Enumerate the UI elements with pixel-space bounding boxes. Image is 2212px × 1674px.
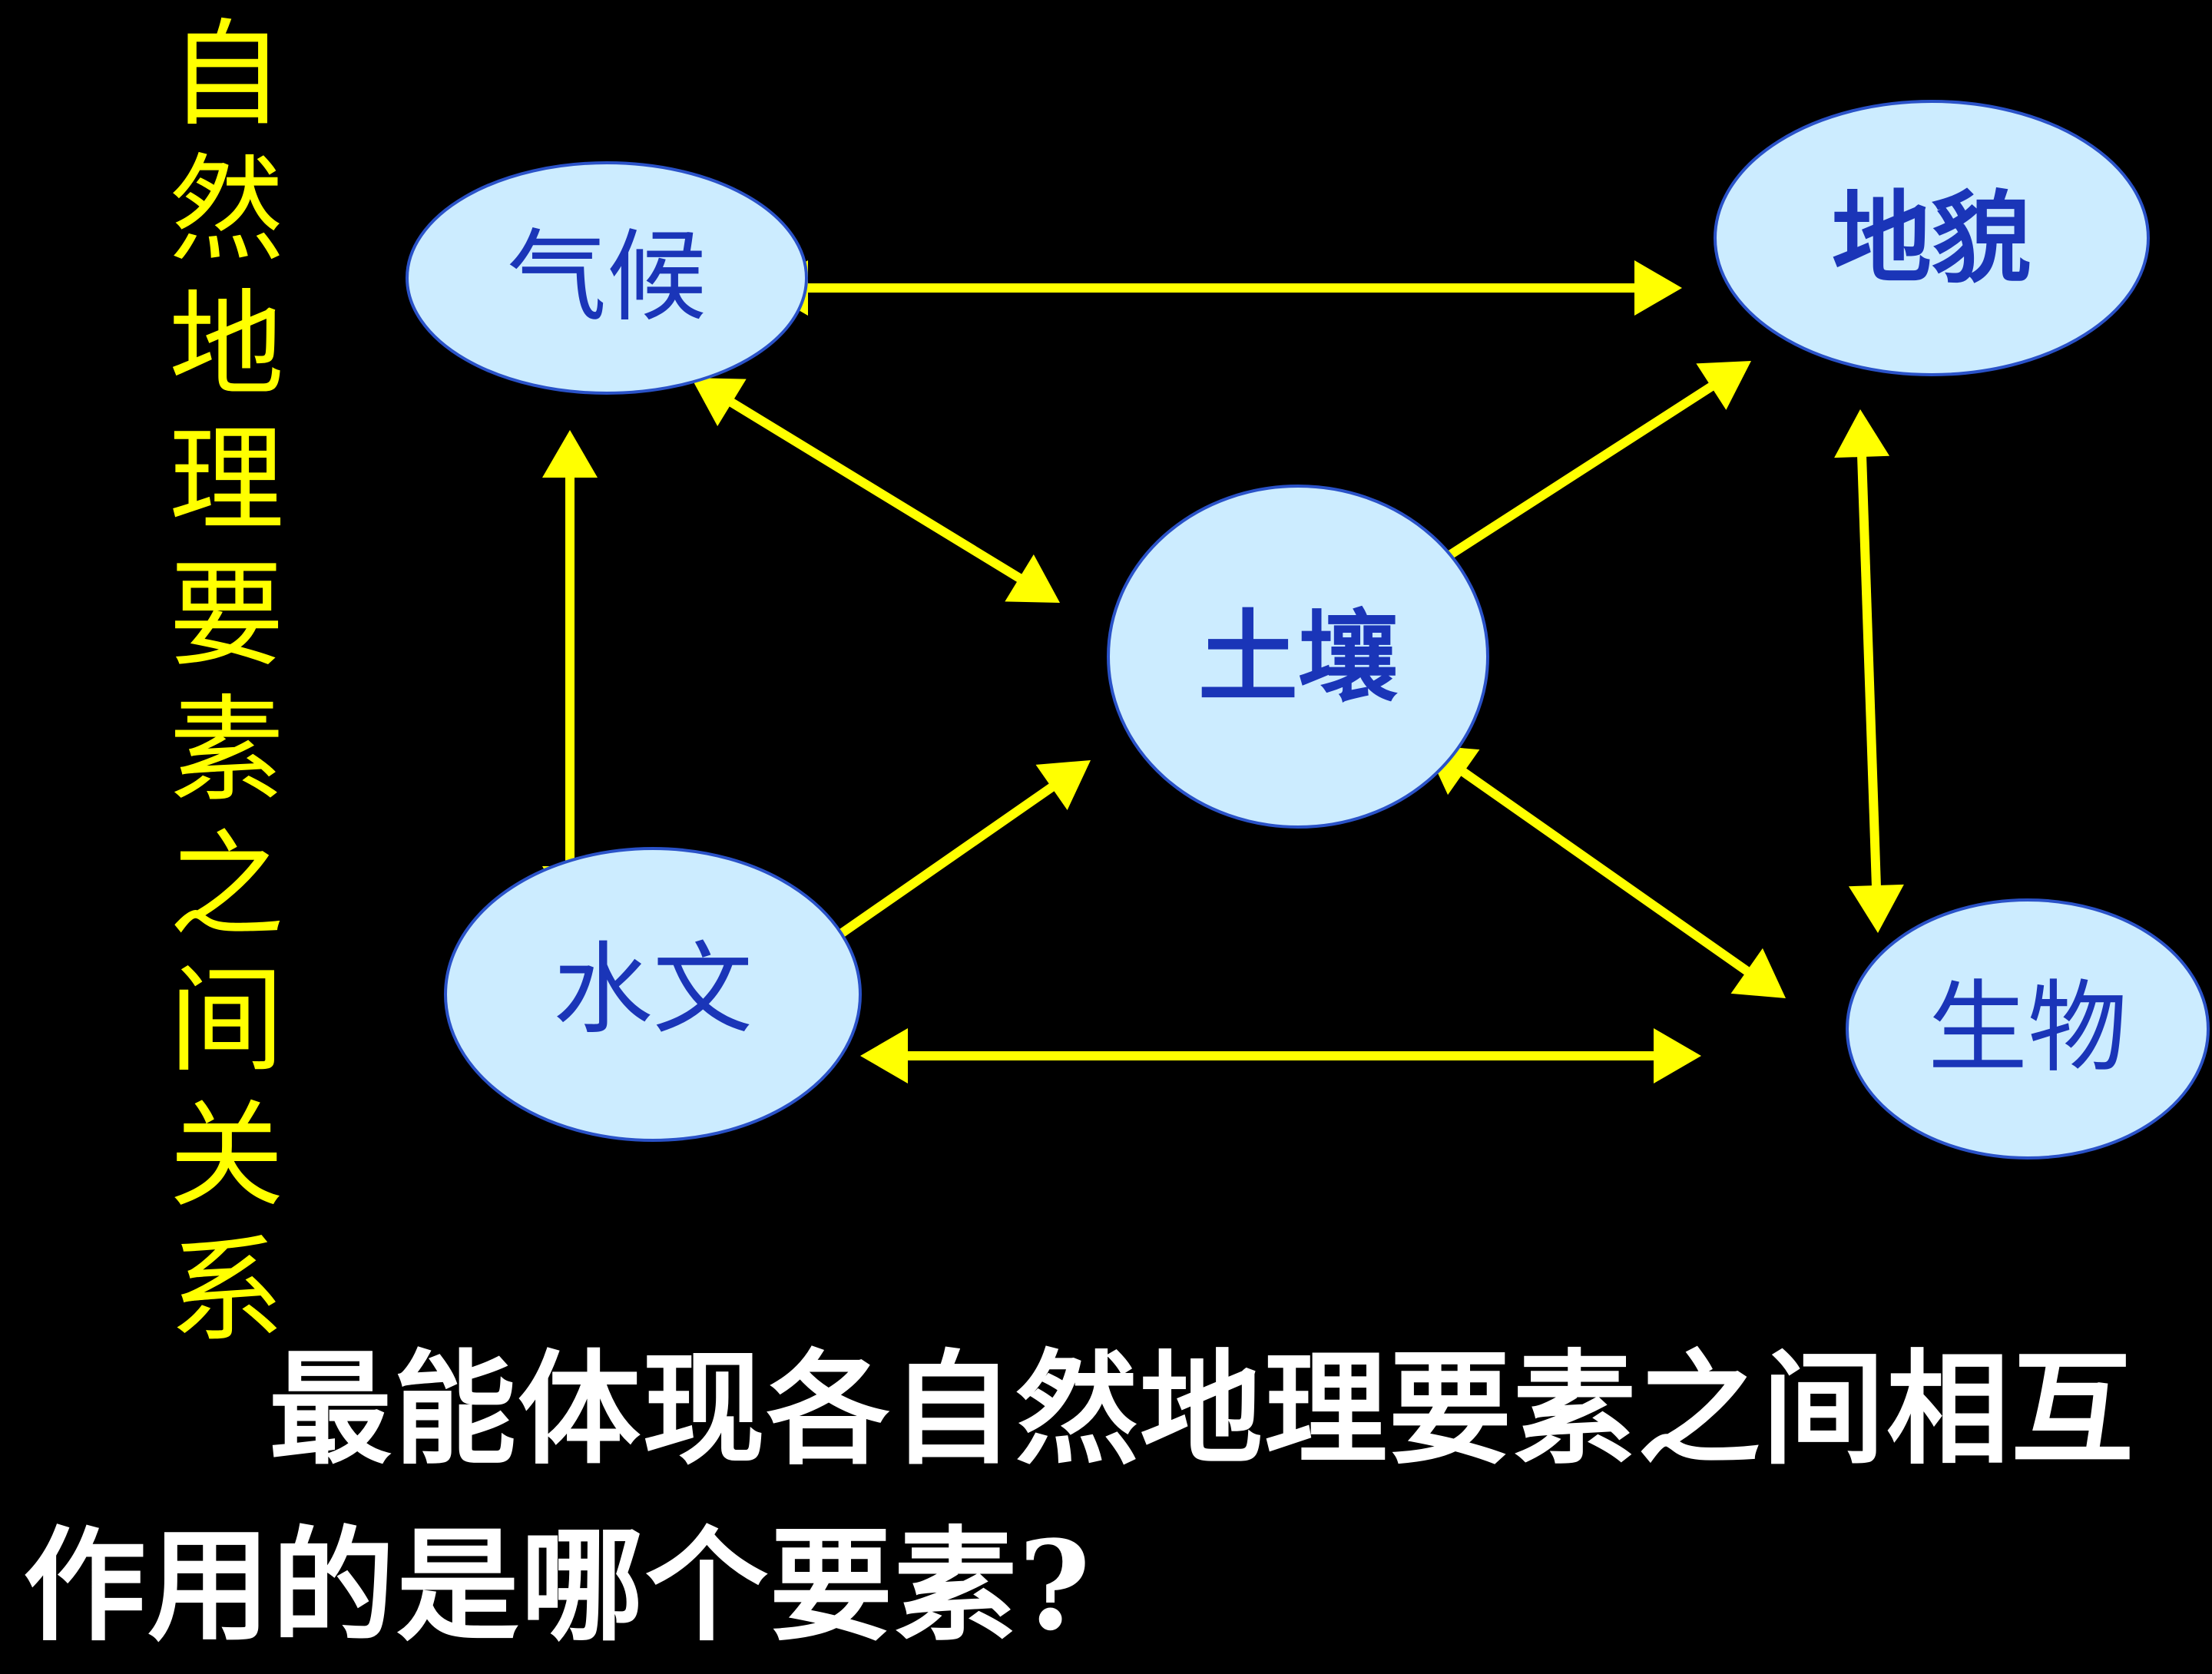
arrow-climate-soil: [691, 378, 1060, 603]
arrow-head: [1035, 760, 1091, 810]
arrow-climate-hydrology: [542, 430, 598, 914]
arrow-shaft: [1453, 763, 1757, 981]
node-landform: 地貌: [1714, 100, 2150, 376]
node-biology-ellipse: [1846, 898, 2210, 1160]
arrow-head: [1654, 1028, 1701, 1083]
title-char: 要: [168, 549, 284, 683]
arrow-shaft: [1856, 447, 1882, 895]
arrow-shaft: [804, 778, 1062, 961]
node-soil: 土壤: [1107, 485, 1489, 829]
arrow-soil-biology: [1425, 745, 1786, 998]
arrow-shaft: [721, 393, 1030, 587]
title-char: 然: [168, 144, 284, 277]
node-biology-label: 生物: [1928, 970, 2128, 1087]
title-char: 自: [168, 8, 284, 142]
title-char: 地: [168, 279, 284, 412]
arrow-climate-landform: [760, 260, 1682, 316]
arrow-head: [691, 378, 747, 427]
arrow-head: [542, 430, 598, 478]
arrow-head: [1634, 260, 1682, 316]
question-text: 最能体现各自然地理要素之间相互作用的是哪个要素?: [23, 1337, 2136, 1658]
node-climate: 气候: [406, 161, 808, 395]
title-char: 间: [168, 954, 284, 1088]
arrow-hydrology-biology: [860, 1028, 1701, 1083]
title-char: 之: [168, 819, 284, 953]
arrow-head: [860, 1028, 908, 1083]
vertical-title: 自然地理要素之间关系: [154, 8, 300, 1359]
node-hydrology-label: 水文: [553, 931, 753, 1048]
arrow-head: [1730, 948, 1786, 998]
title-char: 关: [168, 1090, 284, 1223]
node-climate-label: 气候: [507, 219, 707, 336]
title-char: 素: [168, 684, 284, 818]
node-biology: 生物: [1846, 898, 2210, 1160]
node-landform-ellipse: [1714, 100, 2150, 376]
node-landform-label: 地貌: [1832, 180, 2032, 297]
node-hydrology: 水文: [444, 847, 862, 1142]
node-soil-label: 土壤: [1198, 599, 1398, 716]
title-char: 系: [168, 1225, 284, 1358]
node-hydrology-ellipse: [444, 847, 862, 1142]
arrow-head: [1834, 409, 1890, 458]
arrow-shaft: [1435, 377, 1722, 567]
arrow-landform-soil: [1406, 361, 1751, 584]
arrow-head: [1696, 361, 1751, 410]
arrow-head: [1848, 884, 1904, 933]
title-char: 理: [168, 414, 284, 548]
arrow-landform-biology: [1834, 409, 1904, 933]
node-climate-ellipse: [406, 161, 808, 395]
arrow-head: [1005, 554, 1060, 603]
node-soil-ellipse: [1107, 485, 1489, 829]
